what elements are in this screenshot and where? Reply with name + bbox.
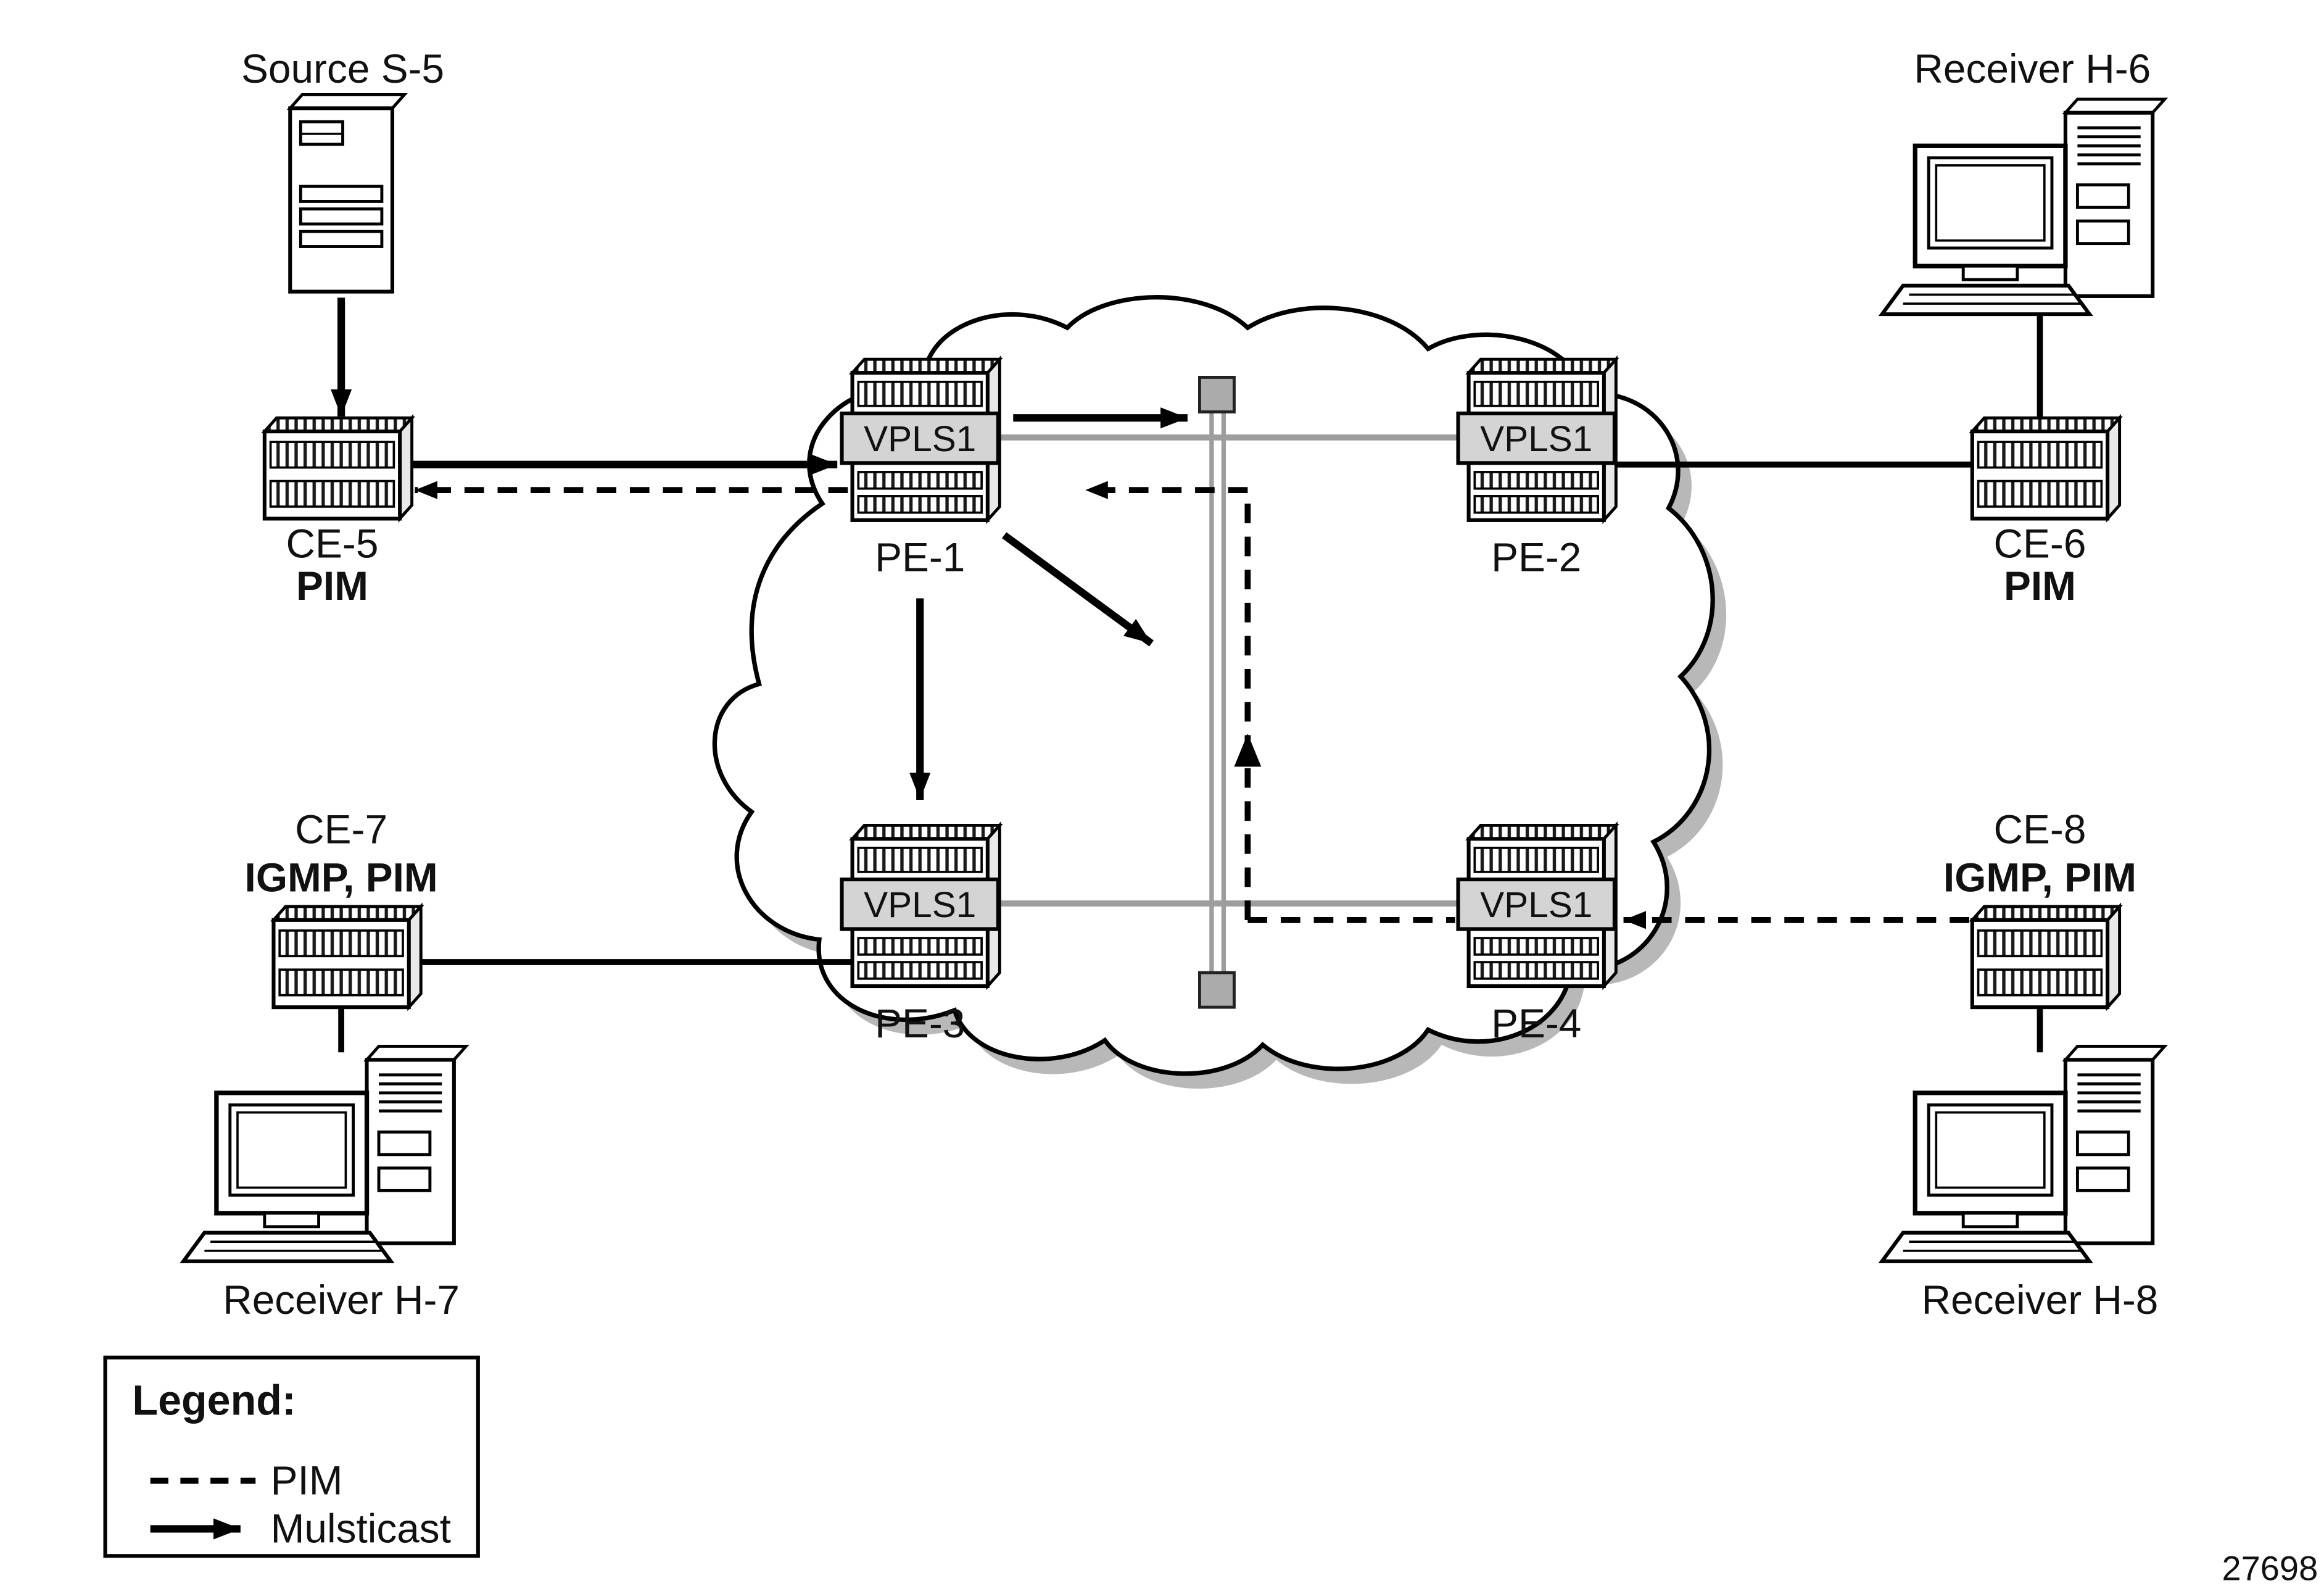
source-s5-server-icon [290, 94, 404, 291]
edge-pe1-pe4-multicast [1002, 532, 1154, 647]
pim-vertical-arrowhead-icon [1234, 733, 1262, 767]
pe1-vpls-badge [840, 411, 1000, 465]
ce7-label: CE-7 [295, 807, 387, 852]
crossconnect-endpoint-bottom [1197, 971, 1236, 1009]
pe4-vpls-label: VPLS1 [1480, 885, 1592, 925]
pe3-vpls-badge [840, 878, 1000, 931]
ce8-protocol-label: IGMP, PIM [1943, 855, 2136, 900]
ce5-protocol-label: PIM [296, 563, 368, 608]
ce7-router-icon [273, 907, 421, 1007]
ce6-router-icon [1972, 418, 2120, 518]
pe1-vpls-label: VPLS1 [864, 419, 976, 459]
legend-title: Legend: [132, 1377, 296, 1424]
pe3-vpls-label: VPLS1 [864, 885, 976, 925]
pe1-label: PE-1 [875, 534, 965, 580]
legend-multicast-label: Mulsticast [271, 1505, 451, 1551]
pe2-vpls-badge [1456, 411, 1616, 465]
receiver-h7-label: Receiver H-7 [223, 1277, 460, 1322]
pe4-vpls-badge [1456, 878, 1616, 931]
pe3-label: PE-3 [875, 1000, 965, 1046]
crossconnect-endpoint-top [1197, 376, 1236, 413]
ce6-label: CE-6 [1994, 521, 2086, 567]
ce8-router-icon [1972, 907, 2120, 1007]
legend-box [103, 1355, 480, 1558]
ce7-protocol-label: IGMP, PIM [245, 855, 438, 900]
receiver-h6-label: Receiver H-6 [1914, 46, 2151, 91]
figure-number: 27698 [2222, 1548, 2318, 1586]
ce5-router-icon [265, 418, 412, 518]
legend-pim-label: PIM [271, 1457, 343, 1503]
pe2-vpls-label: VPLS1 [1480, 419, 1592, 459]
ce5-label: CE-5 [286, 521, 379, 567]
ce6-protocol-label: PIM [2004, 563, 2076, 608]
pe2-label: PE-2 [1491, 534, 1581, 580]
source-s5-label: Source S-5 [241, 46, 444, 91]
receiver-h8-label: Receiver H-8 [1922, 1277, 2159, 1322]
legend: Legend: PIM Mulsticast [103, 1355, 480, 1558]
pe4-label: PE-4 [1491, 1000, 1581, 1046]
ce8-label: CE-8 [1994, 807, 2086, 852]
